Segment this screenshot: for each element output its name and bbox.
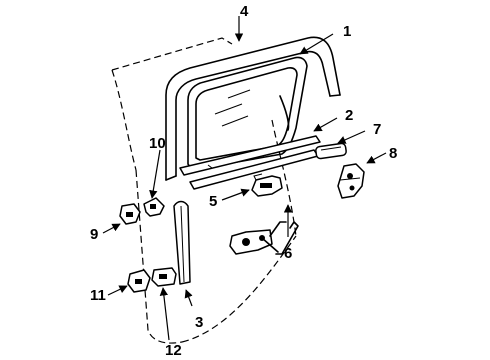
outside-handle <box>251 173 283 197</box>
callout-12: 12 <box>165 342 182 359</box>
callout-6: 6 <box>284 245 292 262</box>
frame-weatherstrip <box>165 36 341 181</box>
callout-3: 3 <box>195 314 203 331</box>
callout-11: 11 <box>90 287 106 304</box>
callout-10: 10 <box>149 135 166 152</box>
upper-hinge-bracket <box>143 197 165 217</box>
callout-labels: 1 2 3 4 5 6 7 8 9 10 11 12 <box>90 3 397 359</box>
inside-handle <box>315 142 347 160</box>
window-regulator <box>229 221 299 255</box>
belt-weatherstrip <box>179 135 321 176</box>
callout-2: 2 <box>345 107 353 124</box>
upper-hinge <box>119 203 141 225</box>
callout-5: 5 <box>209 193 217 210</box>
door-lock <box>337 163 365 199</box>
callout-8: 8 <box>389 145 397 162</box>
run-channel <box>173 200 191 285</box>
callout-1: 1 <box>343 23 351 40</box>
callout-4: 4 <box>240 3 249 20</box>
door-check-link <box>151 267 177 287</box>
callout-7: 7 <box>373 121 381 138</box>
lower-hinge <box>127 269 151 293</box>
callout-9: 9 <box>90 226 98 243</box>
leader-lines <box>102 16 387 341</box>
